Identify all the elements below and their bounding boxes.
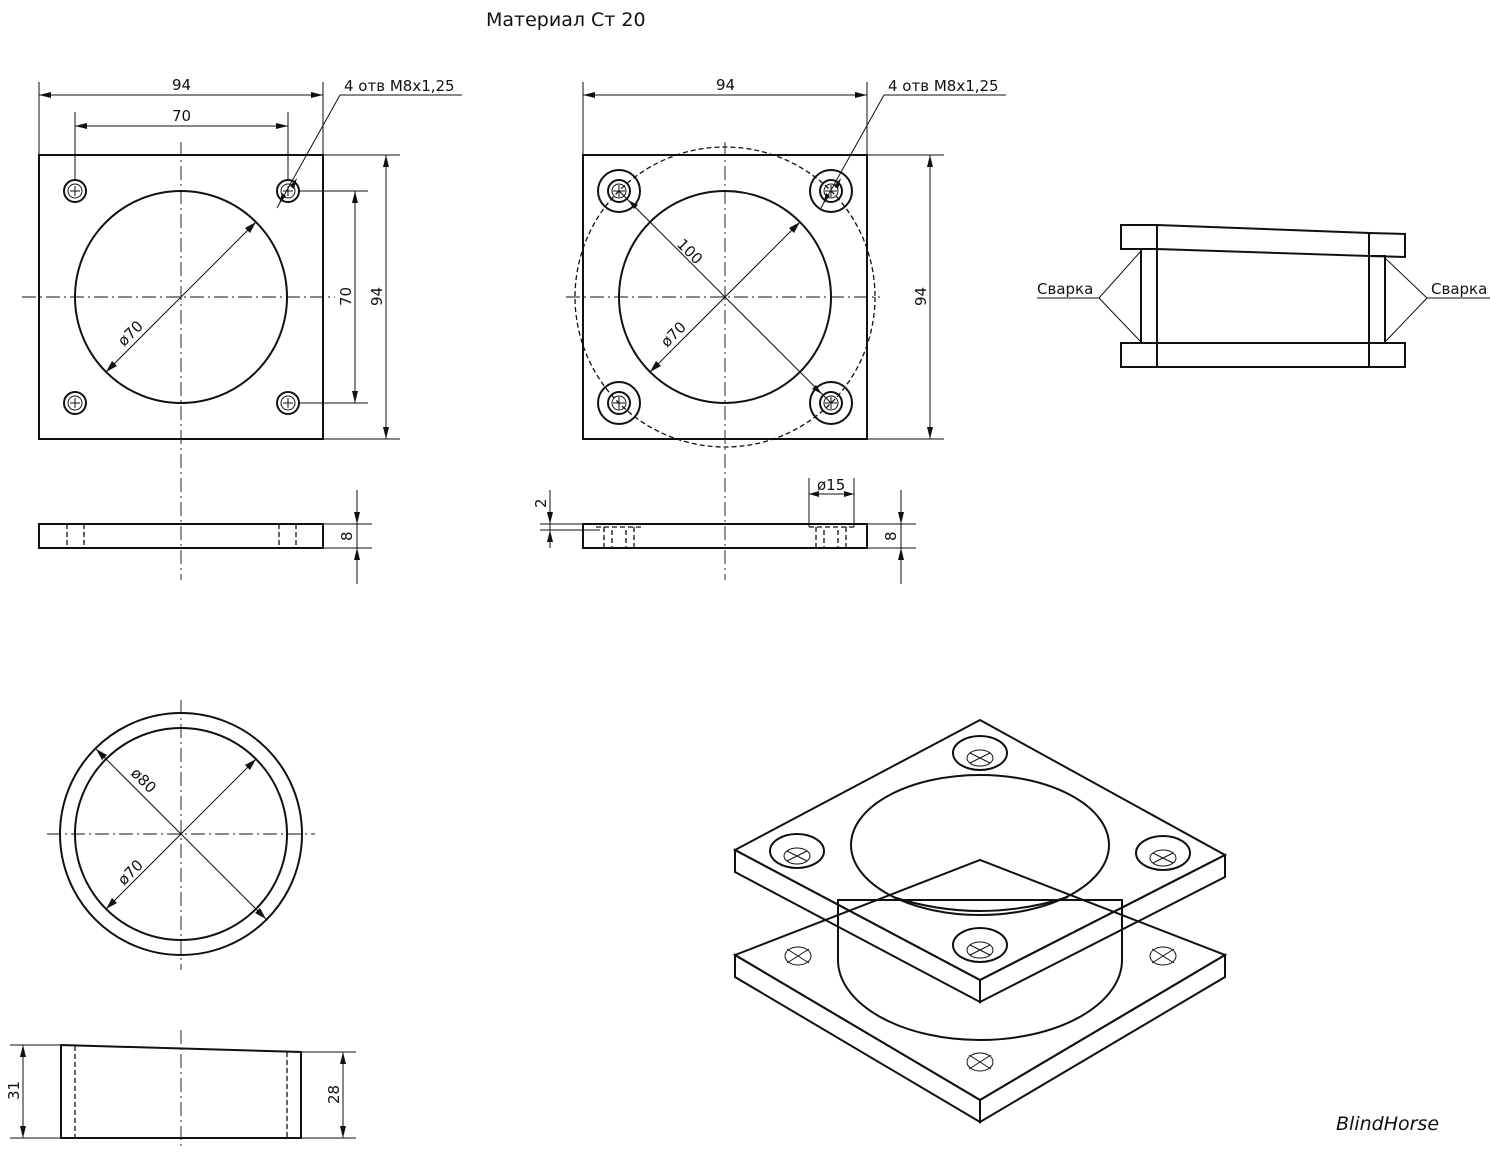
weld-label-left: Сварка — [1037, 280, 1093, 298]
plate-1-hole-spacing-dim: 70 — [172, 107, 191, 125]
assembly-section-view: Сварка Сварка — [1037, 223, 1490, 368]
plate-2-hole-callout: 4 отв M8x1,25 — [888, 77, 999, 95]
plate-2-counterbore-depth-dim: 2 — [532, 498, 550, 508]
plate-2-bolt-circle-dim: 100 — [673, 235, 706, 268]
plate-2-width-dim: 94 — [716, 76, 735, 94]
plate-side-view-1: 8 — [38, 490, 372, 584]
weld-label-right: Сварка — [1431, 280, 1487, 298]
plate-2-height-dim: 94 — [912, 287, 930, 306]
plate-1-height-dim: 94 — [368, 287, 386, 306]
plate-top-view-2: 100 ø70 94 4 отв M8x1,25 94 — [566, 76, 1006, 580]
plate-1-vertical-spacing-dim: 70 — [337, 287, 355, 306]
tube-right-height-dim: 28 — [325, 1085, 343, 1104]
author-signature: BlindHorse — [1336, 1113, 1439, 1135]
tube-inner-dim: ø70 — [114, 856, 147, 889]
tube-top-view: ø80 ø70 — [47, 700, 315, 970]
plate-1-hole-callout: 4 отв M8x1,25 — [344, 77, 455, 95]
plate-2-counterbore-dim: ø15 — [817, 476, 845, 494]
iso-top-holes — [769, 735, 1191, 963]
plate-2-bore-dim: ø70 — [657, 318, 690, 351]
material-title: Материал Ст 20 — [486, 9, 646, 31]
plate-1-thickness-dim: 8 — [338, 531, 356, 541]
tube-outer-dim: ø80 — [127, 764, 160, 797]
plate-2-thickness-dim: 8 — [882, 531, 900, 541]
isometric-assembly-view — [732, 718, 1228, 1124]
tube-left-height-dim: 31 — [5, 1081, 23, 1100]
plate-side-view-2: ø15 2 8 — [532, 476, 916, 584]
tube-side-view: 31 28 — [5, 1030, 356, 1150]
plate-1-bore-dim: ø70 — [114, 317, 147, 350]
plate-top-view-1: 94 70 4 отв M8x1,25 ø70 70 94 — [22, 76, 462, 580]
plate-2-counterbored-holes — [597, 169, 853, 425]
plate-1-width-dim: 94 — [172, 76, 191, 94]
